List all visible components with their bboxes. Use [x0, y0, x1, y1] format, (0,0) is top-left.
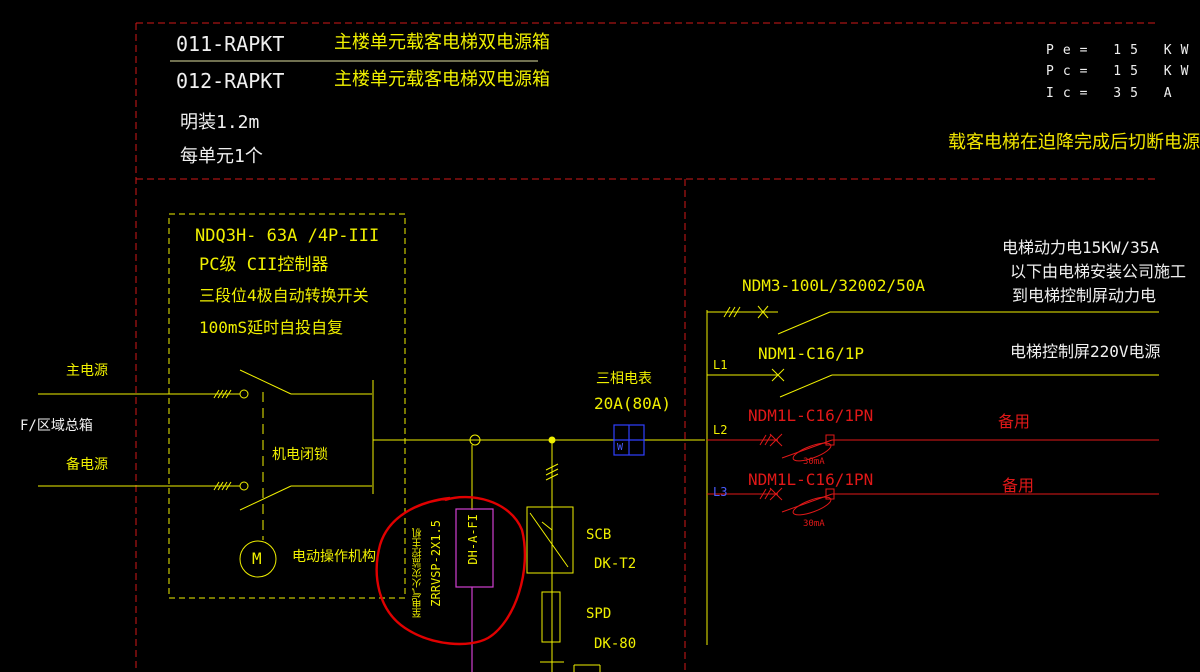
- row1-desc: 主楼单元载客电梯双电源箱: [334, 32, 550, 53]
- circuit-4-breaker: NDM1L-C16/1PN: [748, 470, 874, 489]
- circuit-3-desc: 备用: [998, 412, 1031, 431]
- param-pe: Pe= 15 KW: [1046, 43, 1198, 58]
- meter-symbol: [613, 424, 645, 456]
- row2-desc: 主楼单元载客电梯双电源箱: [334, 69, 550, 90]
- spd-label: SPD: [586, 606, 612, 622]
- meter-label-1: 三相电表: [596, 371, 652, 387]
- circuit-1-desc2: 以下由电梯安装公司施工: [1010, 262, 1187, 281]
- circuit-2-desc: 电梯控制屏220V电源: [1010, 342, 1161, 361]
- per-unit-note: 每单元1个: [180, 146, 263, 167]
- param-ic: Ic= 35 A: [1046, 86, 1181, 101]
- circuit-3-phase: L2: [713, 423, 728, 437]
- spd-model: DK-80: [594, 636, 637, 652]
- main-wiring: [38, 305, 1159, 672]
- fire-module-label: DH-A-FI: [466, 514, 480, 565]
- circuit-3-rcd: 30mA: [803, 457, 825, 467]
- scb-model: DK-T2: [594, 556, 637, 572]
- circuit-4-desc: 备用: [1002, 476, 1035, 495]
- motor-label: 电动操作机构: [292, 549, 376, 565]
- input-backup-label: 备电源: [66, 457, 108, 473]
- input-source-label: F/区域总箱: [20, 418, 93, 434]
- ats-interlock: 机电闭锁: [272, 447, 328, 463]
- fire-module-box: [455, 508, 494, 588]
- install-note: 明装1.2m: [180, 112, 260, 133]
- circuit-4-phase: L3: [713, 485, 728, 499]
- annotation-circle: [375, 495, 527, 646]
- circuit-3-breaker: NDM1L-C16/1PN: [748, 406, 874, 425]
- fire-host-label: 至电气火灾监控主机: [413, 528, 424, 618]
- param-pc: Pc= 15 KW: [1046, 64, 1198, 79]
- circuit-1-desc3: 到电梯控制屏动力电: [1012, 286, 1157, 305]
- input-main-label: 主电源: [66, 363, 108, 379]
- ats-desc1: 三段位4极自动转换开关: [199, 286, 369, 305]
- cutoff-note: 载客电梯在迫降完成后切断电源: [948, 132, 1200, 153]
- circuit-4-rcd: 30mA: [803, 519, 825, 529]
- meter-label-2: 20A(80A): [594, 394, 672, 413]
- frame-lines: [135, 22, 1159, 672]
- circuit-1-desc: 电梯动力电15KW/35A: [1002, 238, 1160, 257]
- ats-model: NDQ3H- 63A /4P-III: [195, 226, 380, 246]
- circuit-2-breaker: NDM1-C16/1P: [758, 344, 864, 363]
- meter-symbol-letter: W: [617, 442, 624, 453]
- motor-symbol: M: [252, 549, 262, 568]
- rcd-circuits: [707, 433, 1159, 516]
- ats-desc2: 100mS延时自投自复: [199, 318, 344, 337]
- fire-cable-label: ZRRVSP-2X1.5: [429, 520, 443, 607]
- ats-grade: PC级 CII控制器: [199, 255, 329, 275]
- circuit-2-phase: L1: [713, 358, 728, 372]
- scb-label: SCB: [586, 527, 612, 543]
- wiring-diagram: [38, 22, 1159, 672]
- circuit-1-breaker: NDM3-100L/32002/50A: [742, 276, 926, 295]
- row2-code: 012-RAPKT: [176, 69, 285, 93]
- row1-code: 011-RAPKT: [176, 32, 285, 56]
